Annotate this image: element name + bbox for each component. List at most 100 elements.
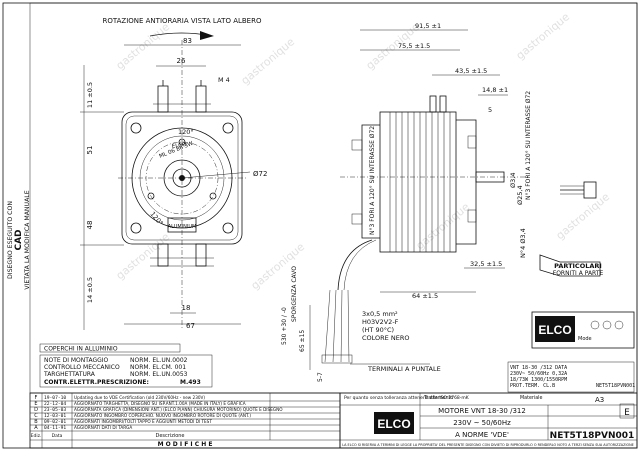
rev-col-date: Data: [52, 433, 63, 439]
cable-overhang-label: SPORGENZA CAVO: [291, 266, 298, 322]
elco-label-panel: ELCO Mode: [531, 311, 635, 349]
tb-elco-logo: ELCO: [377, 417, 410, 431]
cable-spec-3: (HT 90°C): [362, 326, 394, 334]
lamination-lines: [389, 112, 451, 252]
tb-treatment: Trattamento: [423, 395, 453, 401]
rev-date: 09-02-01: [44, 419, 66, 425]
dim-11: 11 ±0.5: [86, 82, 94, 108]
parts-label-1: PARTICOLARI: [554, 262, 602, 270]
plate-line-3: 18/73W 1300/1550RPM: [510, 377, 567, 383]
watermark-text: gastronique: [414, 200, 473, 252]
parts-callout: [539, 254, 601, 277]
watermark-text: gastronique: [514, 10, 573, 62]
dim-91-5: 91,5 ±1: [415, 22, 441, 30]
mode-label: Mode: [578, 336, 592, 342]
plate-code: NET5T18PVN001: [596, 383, 635, 389]
dim-d3-4: Ø3,4: [509, 173, 517, 188]
cad-stamp: DISEGNO ESEGUITO CON CAD VIETATA LA MODI…: [7, 190, 31, 289]
tb-elco-box: [374, 412, 414, 434]
rev-desc: AGGIORNATO TARGHETTA, DISEGNO SU ISP.ANT…: [74, 401, 246, 406]
dim-14: 14 ±0.5: [86, 277, 94, 303]
rev-desc: AGGIORNATA GRAFICA (DIMENSIONI ANT.) (EL…: [74, 407, 283, 412]
rev-date: 23-05-03: [44, 407, 66, 413]
dim-14-8: 14,8 ±1: [482, 86, 508, 94]
title-block: Per quanto senza tolleranza attenersi al…: [339, 392, 638, 449]
loose-parts: PARTICOLARI FORNITI A PARTE: [539, 181, 604, 277]
dim-75-5: 75,5 ±1.5: [398, 42, 430, 50]
rev-date: 12-03-01: [44, 413, 66, 419]
tb-revision: E: [624, 408, 630, 418]
stamp-line-3: VIETATA LA MODIFICA MANUALE: [24, 190, 31, 289]
plate-line-1: VNT 18-30 /312 DATA: [510, 365, 567, 371]
tb-norm: A NORME 'VDE': [455, 431, 509, 439]
holes-note-a: N°3 FORI A 120° SU INTERASSE Ø72: [525, 91, 532, 200]
parts-label-2: FORNITI A PARTE: [553, 270, 604, 277]
dim-51: 51: [86, 146, 94, 155]
tb-code: NET5T18PVN001: [550, 431, 635, 441]
coperchi-row-value: NORM. EL.UN.0002: [130, 357, 188, 364]
rev-col-edition: Ediz.: [31, 433, 42, 439]
coperchi-table: COPERCHI IN ALLUMINIO NOTE DI MONTAGGIO …: [39, 343, 213, 388]
coperchi-row-value: M.493: [180, 379, 201, 386]
dim-d72: Ø72: [253, 170, 267, 178]
coperchi-row-key: TARGHETTATURA: [43, 371, 96, 378]
terminal-ferrules: [321, 354, 353, 364]
dim-120-b: 120°: [148, 210, 164, 227]
rev-date: 22-12-04: [44, 401, 66, 407]
alu-label: ALUMINIUM: [168, 224, 197, 230]
rev-desc: Updating due to VDE Certification (old 2…: [74, 395, 205, 400]
rev-letter: A: [34, 425, 38, 431]
tb-spec: 230V ~ 50/60Hz: [453, 419, 511, 427]
rotation-title: ROTAZIONE ANTIORARIA VISTA LATO ALBERO: [103, 17, 262, 25]
rev-desc: AGGIORNATO INGOMBRO COPERCHIO. NUOVO ING…: [74, 413, 251, 418]
cable: [337, 239, 373, 291]
rev-letter: C: [34, 413, 38, 419]
dim-26: 26: [177, 57, 186, 65]
dim-65: 65 ±15: [299, 330, 306, 352]
side-view: 91,5 ±1 75,5 ±1.5 43,5 ±1.5 14,8 ±1 5 N°…: [281, 22, 532, 382]
dim-32-5: 32,5 ±1.5: [470, 260, 502, 268]
rev-desc: AGGIORNATI INGOMBRI/TOLTI TAPPO E AGGIUN…: [74, 419, 212, 424]
coperchi-row-key: CONTR.ELETTR.PRESCRIZIONE:: [44, 379, 149, 386]
rev-date: 19-07-10: [44, 395, 66, 401]
coperchi-row-value: NORM. EL.UN.0053: [130, 371, 188, 378]
watermark-text: gastronique: [114, 20, 173, 72]
rev-desc: AGGIORNATI DATI DI TARGA: [74, 425, 132, 430]
dim-d25-4: Ø25,4: [516, 185, 524, 205]
dim-m4: M 4: [218, 76, 230, 84]
rev-col-desc: Descrizione: [155, 433, 184, 439]
dim-n4: N°4 Ø3,4: [519, 228, 527, 258]
cable-spec-4: COLORE NERO: [362, 334, 409, 342]
coperchi-row-key: CONTROLLO MECCANICO: [44, 364, 120, 371]
dim-64: 64 ±1.5: [412, 292, 438, 300]
cable-spec-2: H03V2V2-F: [362, 318, 399, 326]
dim-67: 67: [186, 322, 195, 330]
coperchi-row-value: NORM. EL.CM. 001: [130, 364, 186, 371]
rotor-marking-b: ELCO: [171, 142, 187, 150]
dim-18: 18: [182, 304, 191, 312]
dim-83: 83: [183, 37, 192, 45]
coperchi-row-key: NOTE DI MONTAGGIO: [44, 357, 109, 364]
rev-letter: F: [35, 395, 38, 401]
watermark-text: gastronique: [554, 190, 613, 242]
stamp-line-1: DISEGNO ESEGUITO CON: [7, 201, 14, 279]
rev-date: 04-11-91: [44, 425, 66, 431]
rev-letter: D: [34, 407, 38, 413]
rating-plate: VNT 18-30 /312 DATA 230V~ 50/60Hz 0,32A …: [507, 361, 635, 393]
stamp-line-2: CAD: [14, 229, 24, 250]
tb-footnote: LA ELCO SI RISERVA A TERMINI DI LEGGE LA…: [342, 443, 634, 447]
terminal-note: TERMINALI A PUNTALE: [367, 365, 441, 373]
revision-table: F E D C B A 19-07-10 22-12-04 23-05-03 1…: [29, 392, 341, 449]
tb-model: MOTORE VNT 18-30 /312: [438, 407, 526, 415]
alu-tag: [167, 217, 197, 233]
end-cap-right: [456, 119, 477, 245]
watermark-text: gastronique: [239, 35, 298, 87]
rev-letter: B: [34, 419, 38, 425]
dim-5-7: 5-7: [317, 372, 324, 382]
plate-line-4: PROT.TERM. CL.B: [510, 383, 555, 389]
elco-logo: ELCO: [538, 323, 571, 337]
dim-48: 48: [86, 221, 94, 230]
watermark-layer: gastronique gastronique gastronique gast…: [114, 10, 613, 292]
tb-material: Materiale: [520, 395, 542, 401]
rev-letter: E: [34, 401, 37, 407]
